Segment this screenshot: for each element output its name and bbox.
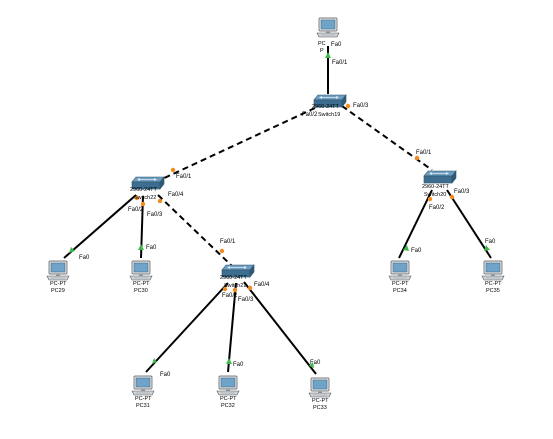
pc33-type-label: PC-PT [312,398,329,404]
pc30[interactable] [129,260,153,281]
pc-top[interactable] [316,17,340,38]
port-label: Fa0/1 [416,150,432,156]
link-up-icon [309,362,314,368]
pc-icon [131,375,155,396]
link-amber-icon [134,195,140,201]
pc29-type-label: PC-PT [50,281,67,287]
cable-switch21-pc32[interactable] [227,282,237,373]
pc33[interactable] [308,377,332,398]
cable-switch22-pc29[interactable] [63,194,137,259]
port-label: Fa0/2 [222,293,238,299]
port-label: Fa0/2 [302,112,318,118]
switch21-name: Switch21 [224,283,246,289]
link-up-icon [69,247,75,253]
pc30-name: PC30 [134,288,148,294]
pc-icon [308,377,332,398]
pc-top-type-label: PC [318,41,326,47]
port-label: Fa0/3 [238,297,254,303]
port-label: Fa0 [233,362,244,368]
pc32-type-label: PC-PT [220,396,237,402]
pc-icon [216,375,240,396]
port-labels: Fa0 Fa0/1 Fa0/2 Fa0/3 Fa0/1 Fa0/2 Fa0/3 … [79,42,496,378]
link-up-icon [325,52,331,58]
link-amber-icon [232,287,238,293]
cable-switch-right-pc34[interactable] [398,189,433,259]
pc34-type-label: PC-PT [392,281,409,287]
pc35-name: PC35 [486,288,500,294]
port-label: Fa0/2 [429,205,445,211]
link-amber-icon [222,286,228,292]
pc35[interactable] [481,260,505,281]
port-label: Fa0 [310,360,321,366]
pc34-name: PC34 [393,288,407,294]
switch-right-name: Switch20 [424,192,446,198]
cable-switch19-switch-right[interactable] [341,105,433,171]
pc32[interactable] [216,375,240,396]
pc31-name: PC31 [136,403,150,409]
link-up-icon [138,244,144,250]
pc35-type-label: PC-PT [485,281,502,287]
port-label: Fa0/1 [332,60,348,66]
link-up-icon [484,245,490,251]
pc-icon [388,260,412,281]
pc29-name: PC29 [51,288,65,294]
switch22-name: Switch22 [134,195,156,201]
link-up-icon [226,358,232,364]
port-label: Fa0/1 [220,239,236,245]
link-amber-icon [247,285,253,291]
cable-switch22-switch21[interactable] [157,194,233,267]
port-label: Fa0 [411,248,422,254]
port-label: Fa0/2 [128,207,144,213]
link-amber-icon [345,103,351,109]
switch-icon [423,170,457,184]
pc-icon [129,260,153,281]
link-amber-icon [140,201,146,207]
link-amber-icon [170,167,176,173]
port-label: Fa0/4 [168,192,184,198]
pc33-name: PC33 [313,405,327,411]
port-label: Fa0 [485,239,496,245]
cable-switch-right-pc35[interactable] [446,189,492,259]
switch19-type-label: 2960-24TT [312,104,340,110]
port-label: Fa0/4 [254,282,270,288]
device-labels: PC P 2960-24TT Switch19 2960-24TT Switch… [50,41,502,411]
port-label: Fa0 [160,372,171,378]
pc34[interactable] [388,260,412,281]
switch-right-type-label: 2960-24TT [422,184,450,190]
port-label: Fa0 [79,255,90,261]
cable-switch19-switch22[interactable] [159,107,316,181]
pc31-type-label: PC-PT [135,396,152,402]
port-label: Fa0 [146,245,157,251]
cable-switch21-pc33[interactable] [243,281,317,375]
pc-icon [46,260,70,281]
link-amber-icon [219,248,225,254]
port-label: Fa0/3 [147,212,163,218]
switch22-type-label: 2960-24TT [130,187,158,193]
switch-right[interactable] [423,170,457,184]
link-amber-icon [157,198,163,204]
link-amber-icon [427,196,433,202]
link-up-icon [152,358,157,364]
pc29[interactable] [46,260,70,281]
pc32-name: PC32 [221,403,235,409]
switch21-type-label: 2960-24TT [220,275,248,281]
port-label: Fa0/3 [353,103,369,109]
pc-icon [481,260,505,281]
pc-icon [316,17,340,38]
link-amber-icon [449,194,455,200]
cable-switch21-pc31[interactable] [145,282,229,373]
pc30-type-label: PC-PT [133,281,150,287]
switch19-name: Switch19 [318,112,340,118]
pc-top-name: P [320,48,324,54]
port-label: Fa0 [331,42,342,48]
port-label: Fa0/3 [454,189,470,195]
link-up-icon [403,245,409,251]
port-label: Fa0/1 [176,174,192,180]
link-amber-icon [414,155,420,161]
pc31[interactable] [131,375,155,396]
